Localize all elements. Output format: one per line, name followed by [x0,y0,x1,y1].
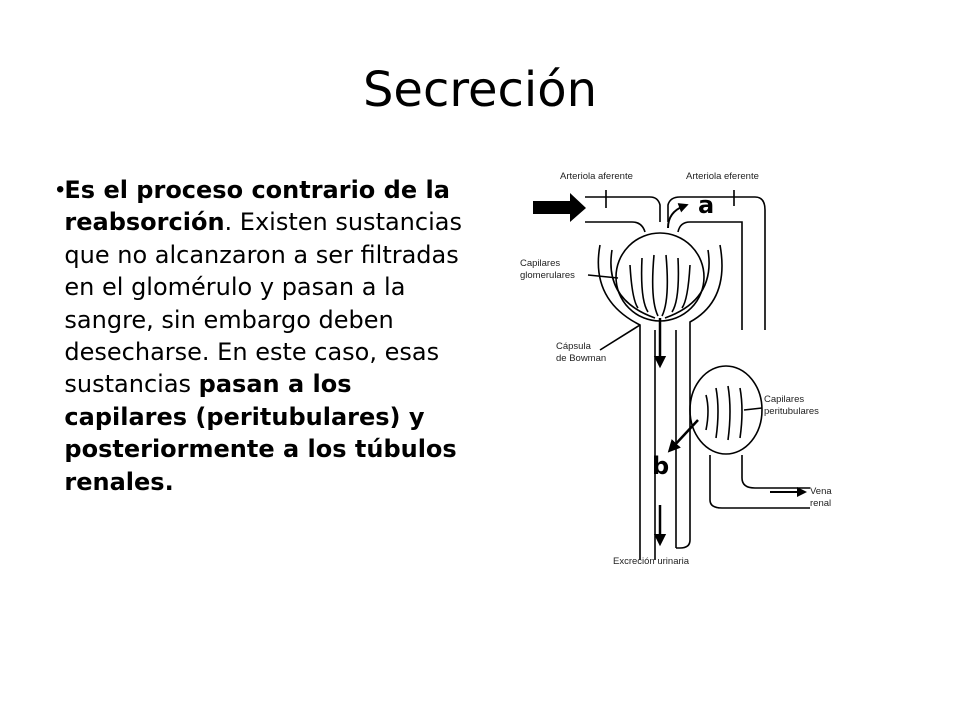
arrow-a [667,203,689,229]
blood-inflow-arrow [533,193,586,222]
bowman-leader [599,324,641,351]
nephron-diagram: Arteriola aferente Arteriola eferente Ca… [500,160,860,580]
label-vein-1: Vena [810,486,832,497]
nephron-outline [585,190,810,560]
afferent-arteriole-upper [585,196,661,222]
bowman-inner-right [664,249,710,319]
label-glomerular-1: Capilares [520,258,560,269]
label-afferent: Arteriola aferente [560,171,633,182]
peritubular-capillary [689,365,763,455]
bowman-outer-left [597,244,641,560]
bullet-marker: • [56,176,65,203]
glomerulus [615,232,705,322]
afferent-arteriole-lower [585,221,646,233]
bowman-outer-right [676,244,723,549]
bullet-text: Es el proceso contrario de la reabsorció… [64,174,476,498]
peritubular-leader [743,407,763,411]
bullet-bold-1: Es el proceso contrario de la reabsorció… [64,176,450,237]
arteriole-leaders [605,190,735,208]
glomerular-leader [587,274,619,279]
efferent-arteriole-outer [667,196,766,330]
bowman-inner-left [610,249,656,319]
marker-b: b [652,452,669,480]
efferent-arteriole-inner [677,221,743,330]
arrow-b [667,419,699,453]
marker-a: a [698,191,714,219]
label-bowman-1: Cápsula [556,341,592,352]
glomerular-loops [629,254,691,317]
label-peritubular-2: peritubulares [764,406,819,417]
bullet-item: • Es el proceso contrario de la reabsorc… [56,174,476,498]
label-glomerular-2: glomerulares [520,270,575,281]
label-peritubular-1: Capilares [764,394,804,405]
label-vein-2: renal [810,498,831,509]
nephron-svg: Arteriola aferente Arteriola eferente Ca… [520,171,832,567]
peritubular-loops [705,385,743,441]
slide-title: Secreción [362,62,598,118]
vein-upper [741,455,810,489]
label-efferent: Arteriola eferente [686,171,759,182]
label-excretion: Excreción urinaria [613,556,690,567]
bullet-bold-2: pasan a los capilares (peritubulares) y … [64,370,457,496]
label-bowman-2: de Bowman [556,353,606,364]
bullet-normal-1: . Existen sustancias que no alcanzaron a… [64,208,462,399]
vein-lower [709,455,810,509]
